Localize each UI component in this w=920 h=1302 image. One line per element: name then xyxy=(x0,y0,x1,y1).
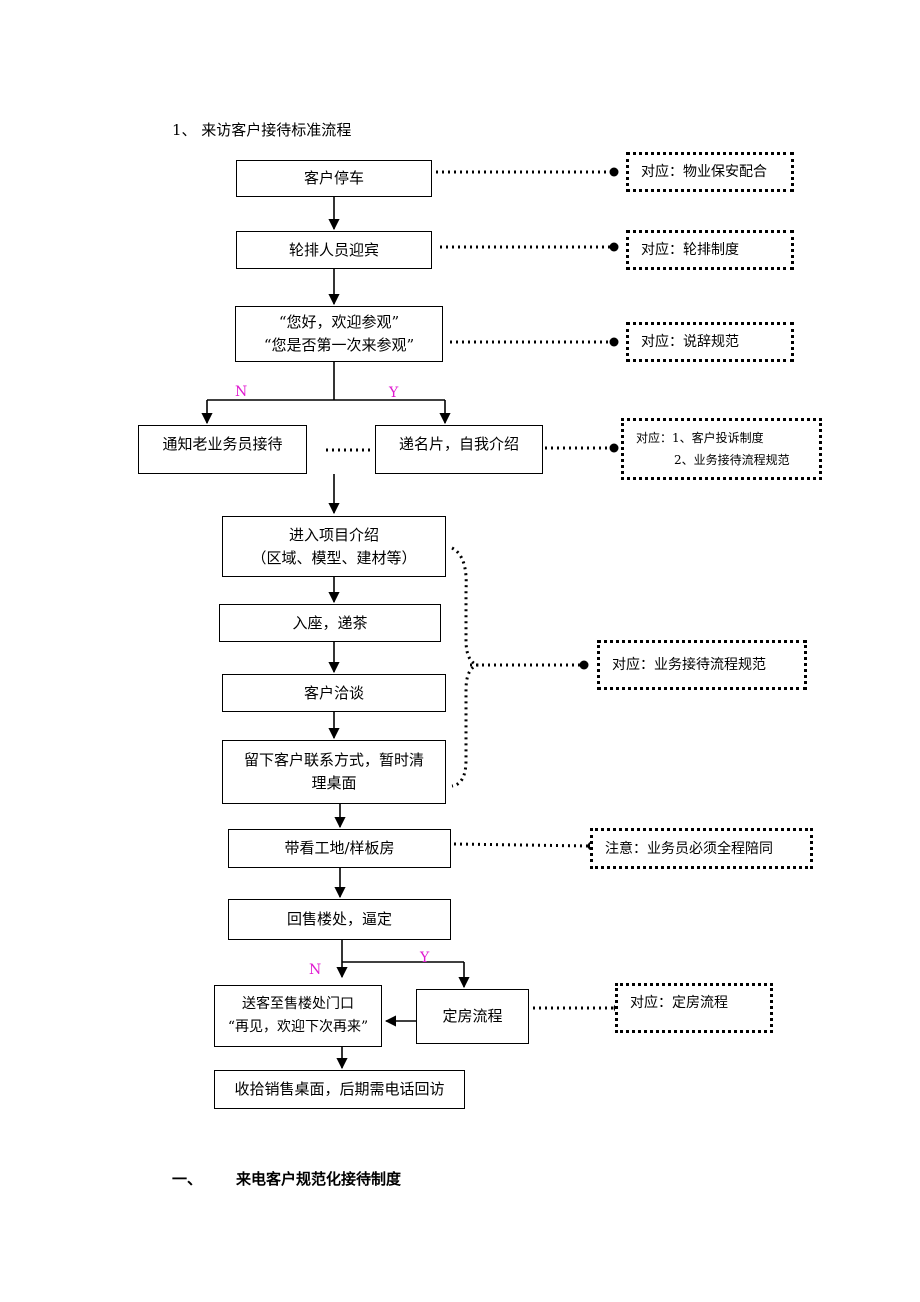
step-negotiate: 客户洽谈 xyxy=(222,674,446,712)
branch-yes-label-2: Y xyxy=(420,950,430,966)
step-negotiate-label: 客户洽谈 xyxy=(303,683,364,702)
step-greet-label: 轮排人员迎宾 xyxy=(288,240,379,259)
step-seat-tea-label: 入座，递茶 xyxy=(292,613,368,632)
step-card-intro-label: 递名片，自我介绍 xyxy=(398,435,519,453)
step-notify-old-label: 通知老业务员接待 xyxy=(162,435,283,453)
step-site-visit-label: 带看工地/样板房 xyxy=(284,839,395,857)
branch-no-label-2: N xyxy=(309,962,322,978)
step-project-line1: 进入项目介绍 xyxy=(288,525,379,544)
step-contact: 留下客户联系方式，暂时清 理桌面 xyxy=(222,740,446,804)
note-accompany-text: 注意：业务员必须全程陪同 xyxy=(605,840,773,857)
branch-yes-label: Y xyxy=(389,385,399,401)
step-booking: 定房流程 xyxy=(416,989,529,1044)
note-security-text: 对应：物业保安配合 xyxy=(641,164,767,180)
note-booking-flow: 对应：定房流程 xyxy=(615,983,773,1033)
step-booking-label: 定房流程 xyxy=(442,1007,503,1025)
step-return-office-label: 回售楼处，逼定 xyxy=(286,910,392,928)
note-script: 对应：说辞规范 xyxy=(626,322,794,362)
step-cleanup-label: 收拾销售桌面，后期需电话回访 xyxy=(234,1080,445,1098)
note-security: 对应：物业保安配合 xyxy=(626,152,794,192)
step-seat-tea: 入座，递茶 xyxy=(219,604,441,642)
step-notify-old: 通知老业务员接待 xyxy=(138,425,307,474)
step-send-off-line2: “再见，欢迎下次再来” xyxy=(227,1019,369,1035)
note-complaint: 对应：1、客户投诉制度 2、业务接待流程规范 xyxy=(621,418,822,480)
note-rotation: 对应：轮排制度 xyxy=(626,230,794,270)
footer-heading-title: 来电客户规范化接待制度 xyxy=(236,1170,402,1188)
step-send-off-line1: 送客至售楼处门口 xyxy=(242,996,354,1012)
step-welcome-line2: “您是否第一次来参观” xyxy=(263,336,415,354)
section-title: 1、 来访客户接待标准流程 xyxy=(172,121,352,139)
step-parking: 客户停车 xyxy=(236,160,432,197)
step-return-office: 回售楼处，逼定 xyxy=(228,899,451,940)
step-card-intro: 递名片，自我介绍 xyxy=(375,425,543,474)
step-project-intro: 进入项目介绍 （区域、模型、建材等） xyxy=(222,516,446,577)
step-welcome: “您好，欢迎参观” “您是否第一次来参观” xyxy=(235,306,443,362)
note-script-text: 对应：说辞规范 xyxy=(641,334,739,350)
note-complaint-line2: 2、业务接待流程规范 xyxy=(674,453,790,467)
note-reception: 对应：业务接待流程规范 xyxy=(597,640,807,690)
note-booking-flow-text: 对应：定房流程 xyxy=(630,995,728,1011)
note-complaint-line1: 对应：1、客户投诉制度 xyxy=(636,431,764,445)
step-cleanup: 收拾销售桌面，后期需电话回访 xyxy=(214,1070,465,1109)
step-contact-line2: 理桌面 xyxy=(311,774,357,792)
step-greet: 轮排人员迎宾 xyxy=(236,231,432,269)
step-welcome-line1: “您好，欢迎参观” xyxy=(278,313,400,331)
step-project-line2: （区域、模型、建材等） xyxy=(251,548,417,567)
branch-no-label: N xyxy=(235,384,248,400)
step-parking-label: 客户停车 xyxy=(303,169,364,187)
note-reception-text: 对应：业务接待流程规范 xyxy=(612,657,766,673)
step-site-visit: 带看工地/样板房 xyxy=(228,829,451,868)
step-contact-line1: 留下客户联系方式，暂时清 xyxy=(243,751,424,769)
footer-heading-number: 一、 xyxy=(172,1170,203,1188)
note-accompany: 注意：业务员必须全程陪同 xyxy=(590,828,813,869)
step-send-off: 送客至售楼处门口 “再见，欢迎下次再来” xyxy=(214,985,382,1047)
note-rotation-text: 对应：轮排制度 xyxy=(641,242,739,258)
